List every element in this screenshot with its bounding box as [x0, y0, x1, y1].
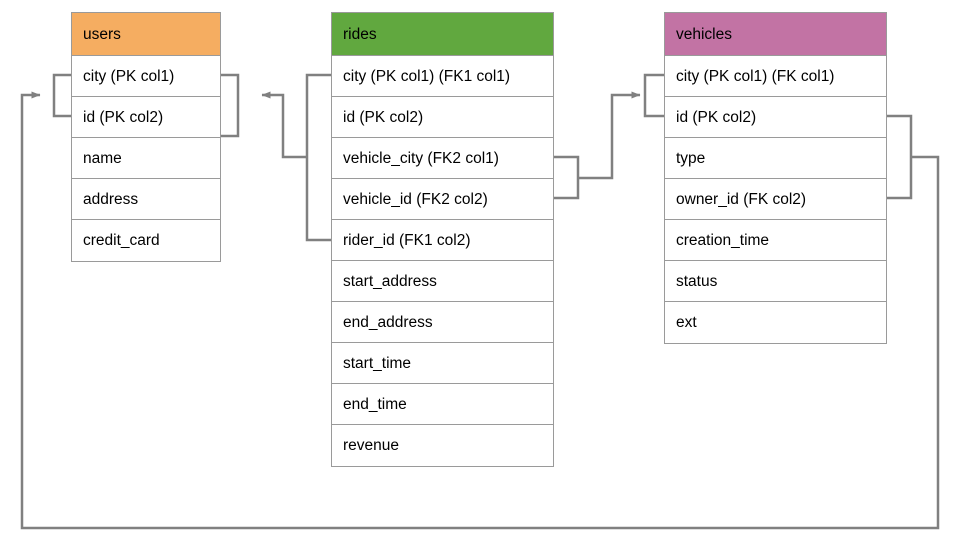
table-row[interactable]: city (PK col1) [72, 56, 220, 97]
table-row[interactable]: rider_id (FK1 col2) [332, 220, 553, 261]
table-node-users[interactable]: users city (PK col1) id (PK col2) name a… [71, 12, 221, 262]
table-row[interactable]: owner_id (FK col2) [665, 179, 886, 220]
table-row[interactable]: creation_time [665, 220, 886, 261]
table-row[interactable]: revenue [332, 425, 553, 466]
table-row[interactable]: address [72, 179, 220, 220]
edge-rides-rider-stem [261, 91, 307, 159]
table-row[interactable]: id (PK col2) [332, 97, 553, 138]
edge-users-target-bracket-left [52, 73, 71, 118]
table-node-vehicles[interactable]: vehicles city (PK col1) (FK col1) id (PK… [664, 12, 887, 344]
table-row[interactable]: vehicle_id (FK2 col2) [332, 179, 553, 220]
table-row[interactable]: credit_card [72, 220, 220, 261]
table-title-users: users [83, 26, 121, 43]
edge-vehicles-owner-bracket [887, 114, 913, 200]
edge-rides-vehicle-to-vehicles [554, 73, 664, 200]
table-row[interactable]: ext [665, 302, 886, 343]
table-row[interactable]: end_time [332, 384, 553, 425]
table-row[interactable]: start_address [332, 261, 553, 302]
table-title-rides: rides [343, 26, 377, 43]
table-header-rides: rides [332, 13, 553, 56]
table-node-rides[interactable]: rides city (PK col1) (FK1 col1) id (PK c… [331, 12, 554, 467]
edge-rides-rider-bracket [305, 73, 331, 242]
table-title-vehicles: vehicles [676, 26, 732, 43]
edge-rides-rider-to-users [221, 73, 331, 242]
table-row[interactable]: end_address [332, 302, 553, 343]
table-row[interactable]: type [665, 138, 886, 179]
table-header-vehicles: vehicles [665, 13, 886, 56]
table-row[interactable]: start_time [332, 343, 553, 384]
edge-users-target-bracket-right [221, 73, 240, 138]
edge-rides-vehicle-bracket [554, 155, 580, 200]
table-row[interactable]: id (PK col2) [72, 97, 220, 138]
table-row[interactable]: vehicle_city (FK2 col1) [332, 138, 553, 179]
table-row[interactable]: id (PK col2) [665, 97, 886, 138]
edge-rides-vehicle-stem [578, 91, 641, 180]
table-row[interactable]: city (PK col1) (FK col1) [665, 56, 886, 97]
table-row[interactable]: status [665, 261, 886, 302]
table-row[interactable]: name [72, 138, 220, 179]
edge-vehicles-target-bracket-left [643, 73, 664, 118]
table-row[interactable]: city (PK col1) (FK1 col1) [332, 56, 553, 97]
table-header-users: users [72, 13, 220, 56]
